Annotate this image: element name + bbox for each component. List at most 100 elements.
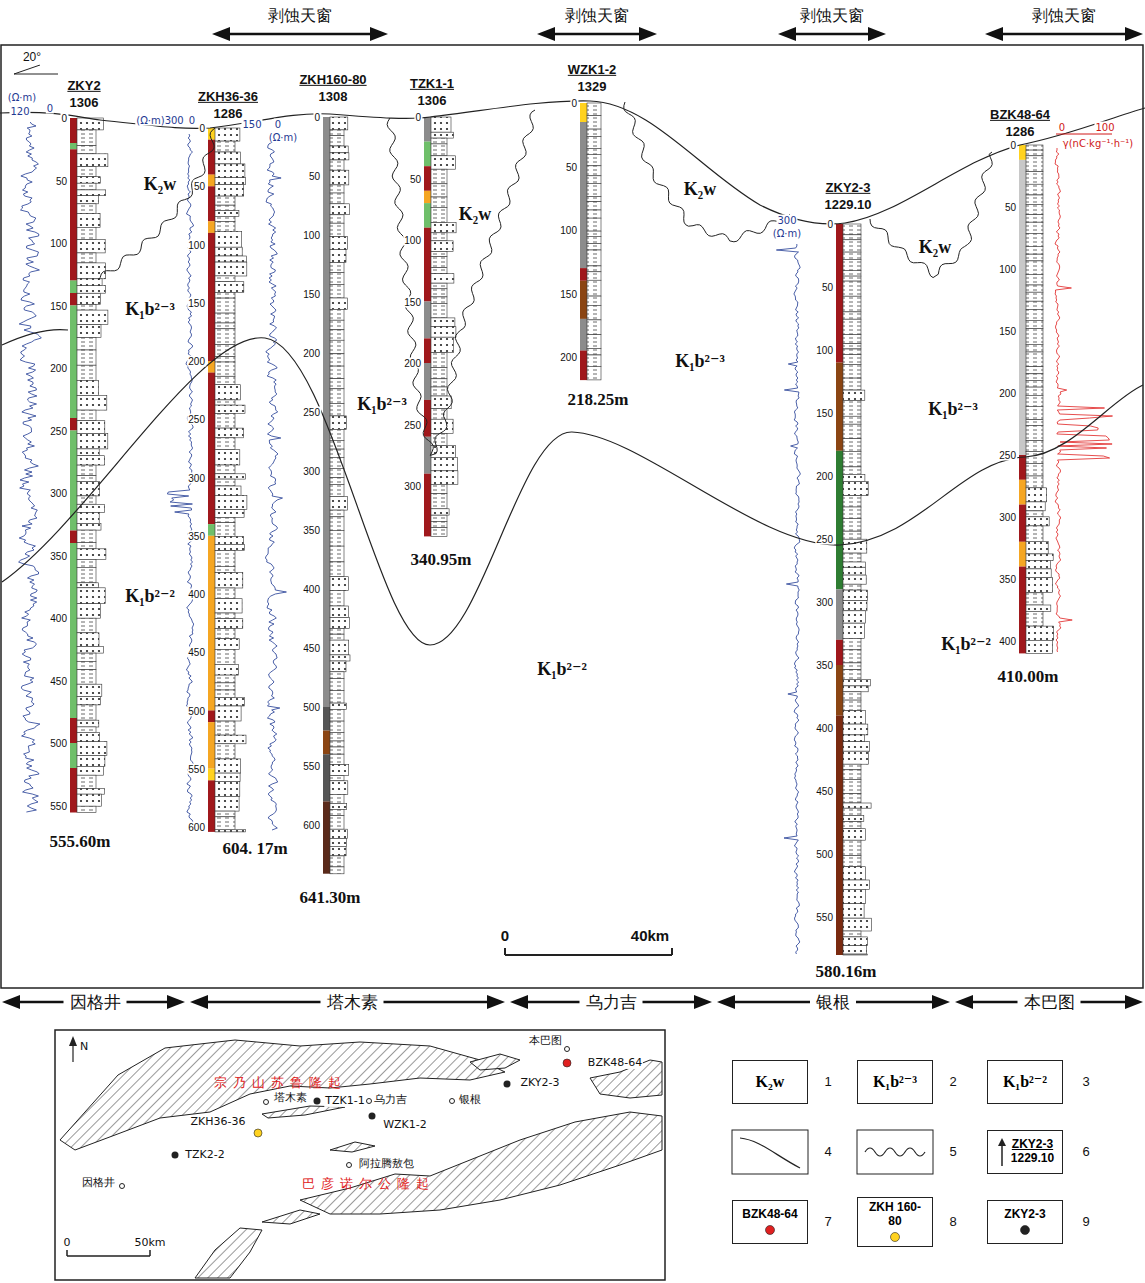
- mudstone-bed: [215, 523, 235, 537]
- mudstone-bed: [330, 691, 344, 704]
- dot: [891, 1232, 900, 1241]
- log-scale-label: 300: [776, 215, 797, 226]
- mudstone-bed: [843, 349, 861, 355]
- mudstone-bed: [215, 675, 235, 683]
- sandstone-bed: [1026, 517, 1049, 526]
- arrow-head: [1125, 27, 1143, 41]
- map-label: BZK48-64: [587, 1057, 643, 1069]
- color-strip: [70, 768, 77, 813]
- mudstone-bed: [431, 257, 447, 268]
- sandstone-bed: [431, 396, 451, 409]
- mudstone-bed: [1026, 367, 1043, 374]
- sandstone-bed: [215, 185, 244, 196]
- arrow-head: [370, 27, 388, 41]
- mudstone-bed: [77, 543, 96, 549]
- color-strip: [836, 224, 843, 363]
- mudstone-bed: [843, 780, 861, 794]
- mudstone-bed: [330, 679, 344, 691]
- arrow-head: [778, 27, 796, 41]
- mudstone-bed: [330, 130, 344, 136]
- depth-tick: 50: [1004, 202, 1017, 213]
- depth-tick: 550: [302, 761, 321, 772]
- legend-box-content: ZKY2-3: [1004, 1208, 1045, 1236]
- color-strip: [580, 268, 587, 281]
- mudstone-bed: [587, 355, 601, 366]
- color-strip: [323, 117, 330, 707]
- sandstone-bed: [77, 154, 108, 167]
- sandstone-bed: [77, 697, 101, 705]
- sandstone-bed: [843, 686, 868, 692]
- mudstone-bed: [1026, 261, 1043, 274]
- sandstone-bed: [431, 223, 456, 233]
- color-strip: [70, 293, 77, 306]
- log-scale-label: (Ω·m): [772, 228, 802, 239]
- sandstone-bed: [843, 751, 869, 764]
- extent-arrow: [997, 33, 1131, 36]
- mudstone-bed: [587, 320, 601, 335]
- sandstone-bed: [330, 765, 349, 776]
- depth-tick: 150: [403, 296, 422, 307]
- mudstone-bed: [431, 138, 447, 144]
- mudstone-bed: [843, 496, 861, 507]
- mudstone-bed: [215, 811, 235, 817]
- mudstone-bed: [215, 551, 235, 567]
- mudstone-bed: [587, 236, 601, 243]
- map-label: 宗乃山苏鲁隆起: [213, 1076, 348, 1090]
- mudstone-bed: [843, 400, 861, 416]
- mudstone-bed: [1026, 309, 1043, 320]
- depth-tick: 0: [414, 112, 422, 123]
- mudstone-bed: [330, 634, 344, 640]
- sandstone-bed: [431, 318, 455, 327]
- sandstone-bed: [431, 274, 454, 283]
- color-strip: [836, 640, 843, 665]
- sandstone-bed: [77, 583, 98, 588]
- color-strip: [836, 665, 843, 715]
- mudstone-bed: [215, 817, 235, 830]
- color-strip: [70, 418, 77, 431]
- depth-tick: 150: [998, 326, 1017, 337]
- sandstone-bed: [431, 419, 453, 433]
- mudstone-bed: [215, 518, 235, 523]
- legend-box: K₁b²⁻³: [857, 1060, 933, 1104]
- mudstone-bed: [1026, 511, 1043, 517]
- sandstone-bed: [843, 601, 867, 611]
- mudstone-bed: [1026, 380, 1043, 387]
- color-strip: [580, 319, 587, 351]
- mudstone-bed: [843, 252, 861, 259]
- sandstone-bed: [77, 549, 106, 560]
- mudstone-bed: [77, 705, 96, 720]
- mudstone-bed: [330, 193, 344, 204]
- arrow-head: [510, 995, 528, 1009]
- sandstone-bed: [431, 132, 454, 138]
- legend-box-content: K₂w: [756, 1073, 785, 1091]
- sandstone-bed: [330, 640, 349, 655]
- mudstone-bed: [330, 379, 344, 389]
- borehole-elevation: 1308: [318, 90, 349, 104]
- sandstone-bed: [843, 724, 868, 735]
- extent-arrow: [549, 33, 645, 36]
- borehole-name: ZKH36-36: [197, 90, 259, 104]
- mudstone-bed: [843, 312, 861, 319]
- depth-tick: 250: [187, 414, 206, 425]
- sandstone-bed: [330, 804, 347, 810]
- mudstone-bed: [77, 618, 96, 633]
- mudstone-bed: [843, 240, 861, 252]
- mudstone-bed: [215, 566, 235, 572]
- sandstone-bed: [77, 720, 99, 727]
- sandstone-bed: [215, 152, 241, 164]
- mudstone-bed: [330, 709, 344, 721]
- color-strip: [208, 373, 215, 524]
- mudstone-bed: [1026, 145, 1043, 150]
- color-strip: [1019, 145, 1026, 160]
- sandstone-bed: [843, 816, 864, 822]
- depth-tick: 200: [49, 363, 68, 374]
- mudstone-bed: [843, 416, 861, 424]
- mudstone-bed: [1026, 301, 1043, 309]
- borehole-dot: [1019, 1224, 1031, 1236]
- depth-tick: 500: [187, 705, 206, 716]
- legend-number: 8: [948, 1215, 957, 1229]
- mudstone-bed: [215, 400, 235, 405]
- extent-arrow: [224, 33, 376, 36]
- mudstone-bed: [215, 721, 235, 735]
- map-label: 因格井: [81, 1177, 116, 1189]
